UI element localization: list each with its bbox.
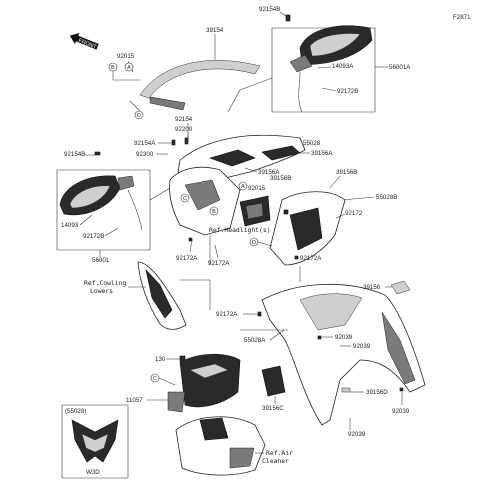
mirror-left-part xyxy=(59,175,143,231)
label-92039-2: 92039 xyxy=(353,343,371,350)
callout-b-1: B xyxy=(108,62,118,72)
label-130: 130 xyxy=(155,356,166,363)
label-92154B-left: 92154B xyxy=(64,151,85,158)
svg-text:A: A xyxy=(127,65,131,71)
callout-a-2: A xyxy=(238,181,248,191)
label-39156C: 39156C xyxy=(262,405,284,412)
label-39156A-2: 39156A xyxy=(258,169,280,176)
label-55028B: 55028B xyxy=(376,194,397,201)
label-92015-left: 92015 xyxy=(117,53,135,60)
air-duct-part xyxy=(175,416,266,476)
svg-text:C: C xyxy=(153,376,157,382)
label-92172B-top: 92172B xyxy=(337,88,358,95)
label-92172-right: 92172 xyxy=(345,210,363,217)
callout-d-1: D xyxy=(134,110,144,120)
label-39156B-2: 39156B xyxy=(336,169,357,176)
label-56001: 56001 xyxy=(92,257,110,264)
label-92172A-3: 92172A xyxy=(208,260,230,267)
label-39154: 39154 xyxy=(206,27,224,34)
label-14093A: 14093A xyxy=(332,63,354,70)
bolt-icon xyxy=(285,14,291,22)
callout-d-2: D xyxy=(249,237,259,247)
svg-text:D: D xyxy=(252,240,256,246)
label-39156A-1: 39156A xyxy=(311,150,333,157)
label-92200: 92200 xyxy=(175,126,193,133)
callout-c-1: C xyxy=(180,193,190,203)
label-14093: 14093 xyxy=(61,222,79,229)
label-92172A-4: 92172A xyxy=(216,311,238,318)
callout-a-1: A xyxy=(124,62,134,72)
front-arrow-icon: FRONT xyxy=(69,32,99,51)
label-39156B-1: 39156B xyxy=(270,175,291,182)
label-55028A: 55028A xyxy=(244,337,266,344)
callout-c-2: C xyxy=(150,373,160,383)
svg-text:C: C xyxy=(183,196,187,202)
label-92154: 92154 xyxy=(175,116,193,123)
inset-code: W3D xyxy=(86,469,100,476)
headlight-bracket-part xyxy=(239,195,271,227)
label-92172B-left: 92172B xyxy=(83,233,104,240)
label-92300: 92300 xyxy=(136,151,154,158)
label-11057: 11057 xyxy=(126,397,143,404)
side-panel-part xyxy=(269,191,346,266)
svg-text:B: B xyxy=(212,209,216,215)
ref-air-line1: Ref.Air xyxy=(266,449,293,457)
label-92172A-1: 92172A xyxy=(300,255,322,262)
small-bracket-part xyxy=(261,365,286,397)
instrument-bracket-part xyxy=(167,353,241,413)
trim-piece-part xyxy=(390,280,411,295)
callout-b-2: B xyxy=(209,206,219,216)
inner-cowl-part xyxy=(169,166,241,236)
label-92015-mid: 92015 xyxy=(248,185,266,192)
label-56001A: 56001A xyxy=(389,64,411,71)
svg-text:B: B xyxy=(111,65,115,71)
label-92154A: 92154A xyxy=(134,140,156,147)
label-55028: 55028 xyxy=(303,140,321,147)
label-92039-3: 92039 xyxy=(392,408,410,415)
main-fairing-part xyxy=(261,283,426,426)
mirror-right-part xyxy=(289,25,373,113)
ref-cowling-line2: Lowers xyxy=(90,287,113,295)
cowling-lower-part xyxy=(137,261,187,330)
windshield-part xyxy=(139,60,261,111)
ref-cowling-line1: Ref.Cowling xyxy=(84,279,126,287)
svg-text:D: D xyxy=(137,113,141,119)
inset-box xyxy=(61,404,129,479)
label-92039-4: 92039 xyxy=(348,431,366,438)
figure-code: F2871 xyxy=(453,14,471,21)
label-92172A-2: 92172A xyxy=(176,255,198,262)
label-92154B-top: 92154B xyxy=(259,6,280,13)
label-92039-1: 92039 xyxy=(335,334,353,341)
inset-label: (55028) xyxy=(65,408,86,415)
label-39156D: 39156D xyxy=(366,389,388,396)
label-39156: 39156 xyxy=(363,284,381,291)
svg-text:A: A xyxy=(241,184,245,190)
ref-headlight: Ref.Headlight(s) xyxy=(209,226,271,234)
ref-air-line2: Cleaner xyxy=(262,457,289,465)
inset-cowl-part xyxy=(71,419,119,463)
